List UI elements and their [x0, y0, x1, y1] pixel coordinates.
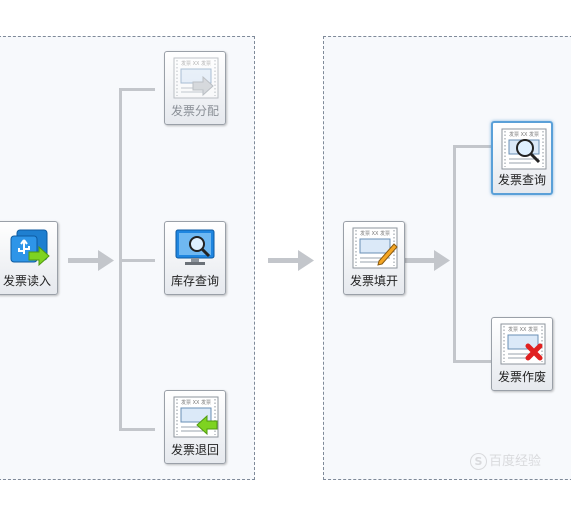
invoice-header-text: 发票 XX 发票 — [181, 60, 211, 67]
monitor-magnifier-icon — [175, 229, 215, 265]
connector-right-top — [453, 145, 491, 148]
watermark-logo: S — [470, 453, 487, 470]
invoice-issue-label: 发票填开 — [349, 274, 398, 288]
invoice-header-text: 发票 XX 发票 — [181, 399, 211, 406]
connector-right-trunk — [453, 145, 456, 363]
invoice-assign-label: 发票分配 — [170, 104, 219, 118]
flow-arrow-right-icon — [404, 250, 450, 271]
invoice-pencil-icon: 发票 XX 发票 — [352, 226, 398, 270]
invoice-search-label: 发票查询 — [497, 173, 546, 187]
invoice-issue-button[interactable]: 发票 XX 发票 发票填开 — [343, 221, 405, 295]
flow-arrow-between-icon — [268, 250, 314, 271]
invoice-header-text: 发票 XX 发票 — [508, 326, 538, 333]
invoice-search-button[interactable]: 发票 XX 发票 发票查询 — [491, 121, 553, 195]
invoice-header-text: 发票 XX 发票 — [509, 131, 539, 138]
flow-arrow-left-icon — [68, 250, 114, 271]
invoice-cancel-label: 发票作废 — [497, 370, 546, 384]
watermark-text: 百度经验 — [489, 454, 542, 469]
invoice-import-button[interactable]: 发票读入 — [0, 221, 58, 295]
invoice-cancel-icon: 发票 XX 发票 — [500, 322, 546, 366]
invoice-return-button[interactable]: 发票 XX 发票 发票退回 — [164, 390, 226, 464]
inventory-query-label: 库存查询 — [170, 274, 219, 288]
invoice-cancel-button[interactable]: 发票 XX 发票 发票作废 — [491, 317, 553, 391]
connector-left-top — [119, 88, 155, 91]
invoice-assign-button[interactable]: 发票 XX 发票 发票分配 — [164, 51, 226, 125]
invoice-header-text: 发票 XX 发票 — [360, 230, 390, 237]
invoice-search-icon: 发票 XX 发票 — [501, 127, 547, 171]
invoice-assign-icon: 发票 XX 发票 — [173, 56, 219, 100]
connector-left-bottom — [119, 428, 155, 431]
inventory-query-button[interactable]: 库存查询 — [164, 221, 226, 295]
connector-right-bottom — [453, 360, 491, 363]
invoice-return-label: 发票退回 — [170, 443, 219, 457]
usb-invoice-import-icon — [10, 229, 50, 267]
invoice-return-icon: 发票 XX 发票 — [173, 395, 219, 439]
connector-left-mid — [119, 259, 155, 262]
invoice-import-label: 发票读入 — [2, 274, 51, 288]
